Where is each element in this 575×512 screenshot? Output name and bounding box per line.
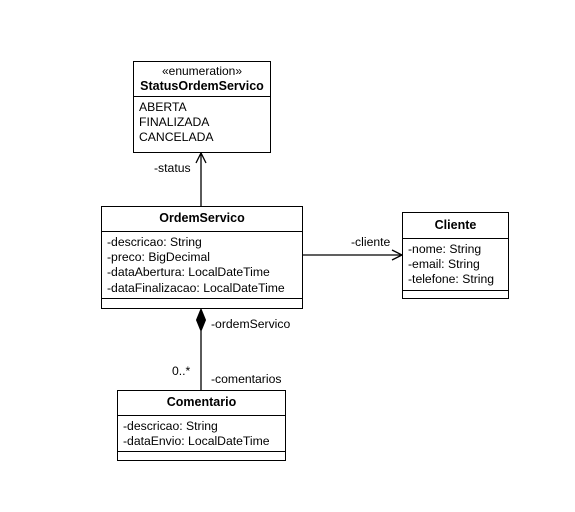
ordem-servico-class[interactable]: OrdemServico -descricao: String -preco: … [101, 206, 303, 309]
comentarios-multiplicity-label: 0..* [172, 364, 191, 378]
class-attributes: -descricao: String -dataEnvio: LocalDate… [118, 416, 285, 453]
attribute: -descricao: String [123, 419, 218, 433]
class-attributes: -nome: String -email: String -telefone: … [403, 239, 508, 291]
class-header: «enumeration» StatusOrdemServico [134, 62, 270, 97]
attribute: -dataEnvio: LocalDateTime [123, 434, 270, 449]
enum-value: ABERTA [139, 100, 187, 114]
class-header: Cliente [403, 213, 508, 239]
class-header: OrdemServico [102, 207, 302, 232]
comentario-class[interactable]: Comentario -descricao: String -dataEnvio… [117, 390, 286, 461]
status-ordem-servico-class[interactable]: «enumeration» StatusOrdemServico ABERTA … [133, 61, 271, 153]
attribute: -dataAbertura: LocalDateTime [107, 265, 270, 280]
status-role-label: -status [154, 161, 191, 175]
cliente-class[interactable]: Cliente -nome: String -email: String -te… [402, 212, 509, 299]
class-header: Comentario [118, 391, 285, 416]
class-attributes: -descricao: String -preco: BigDecimal -d… [102, 232, 302, 299]
cliente-role-label: -cliente [351, 235, 391, 249]
enum-value: CANCELADA [139, 130, 214, 145]
enum-value: FINALIZADA [139, 115, 210, 130]
attribute: -telefone: String [408, 272, 495, 287]
enum-values: ABERTA FINALIZADA CANCELADA [134, 97, 270, 148]
stereotype-label: «enumeration» [161, 64, 243, 78]
ordem-servico-role-label: -ordemServico [211, 317, 291, 331]
attribute: -descricao: String [107, 235, 202, 249]
attribute: -dataFinalizacao: LocalDateTime [107, 280, 285, 295]
class-name: OrdemServico [159, 211, 245, 225]
attribute: -email: String [408, 257, 480, 272]
class-name: Comentario [166, 395, 237, 409]
class-name: StatusOrdemServico [140, 79, 264, 93]
comentarios-role-label: -comentarios [211, 372, 282, 386]
status-arrowhead [195, 151, 207, 164]
attribute: -nome: String [408, 242, 482, 256]
class-name: Cliente [434, 218, 477, 232]
composition-diamond [195, 307, 207, 333]
attribute: -preco: BigDecimal [107, 250, 210, 265]
